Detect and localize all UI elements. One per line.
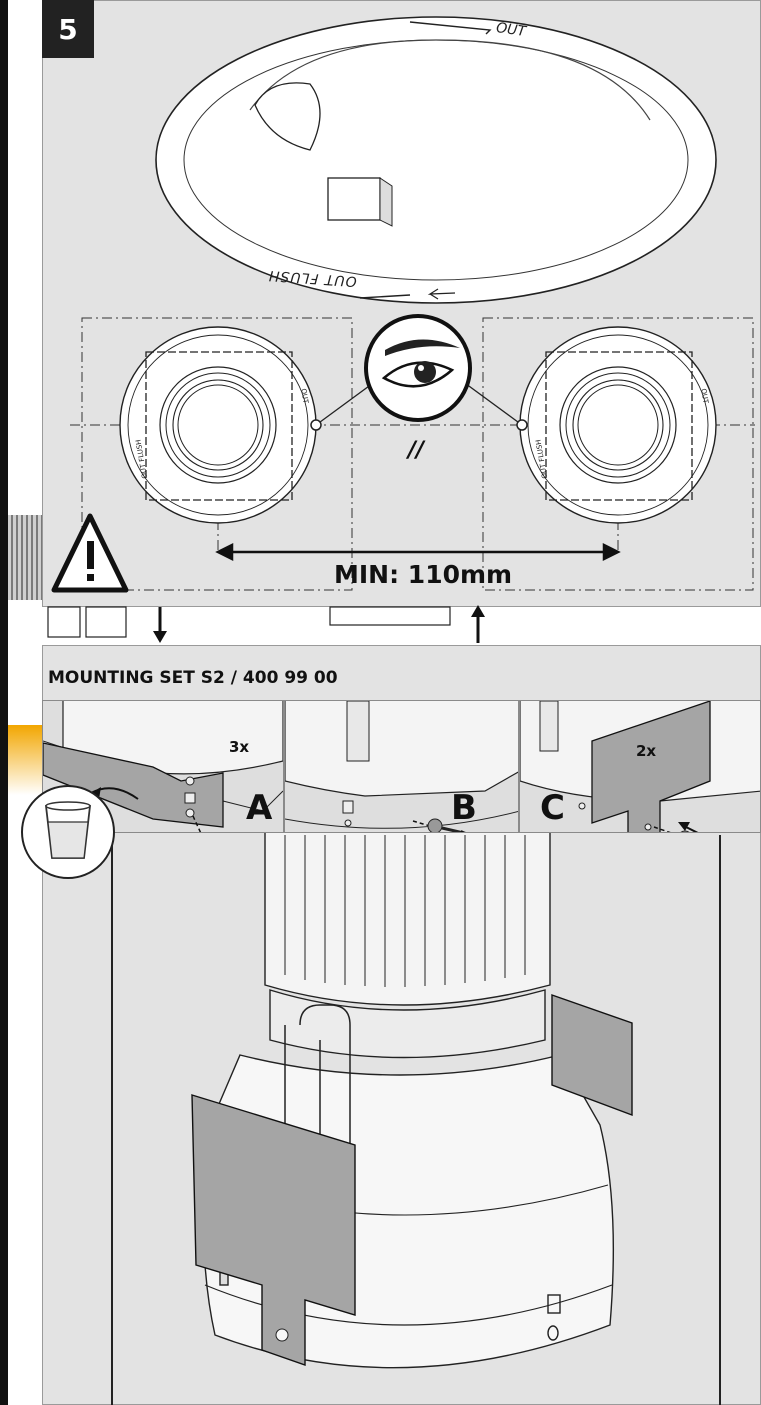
baffle-plate-left <box>191 1094 356 1366</box>
step-c-illustration <box>520 701 760 832</box>
fixture-left <box>119 326 317 524</box>
mounted-fixture-illustration <box>111 825 721 1405</box>
step-a-letter: A <box>246 788 273 828</box>
parallel-symbol: // <box>408 438 425 463</box>
step-b-panel: B <box>284 700 519 833</box>
step-c-count: 2x <box>636 742 657 760</box>
step-a-count: 3x <box>229 738 250 756</box>
left-edge-bar <box>0 0 8 1405</box>
water-glass-icon <box>21 785 115 879</box>
step-c-letter: C <box>540 788 565 828</box>
side-fin-stripe <box>8 515 42 600</box>
step-b-illustration <box>285 701 518 832</box>
accent-stripe <box>8 725 42 795</box>
min-distance-label: MIN: 110mm <box>334 560 513 589</box>
step-c-panel: 2x C <box>519 700 761 833</box>
eye-icon <box>310 314 528 431</box>
fixture-right <box>519 326 717 524</box>
step-a-illustration <box>43 701 283 832</box>
connector-arrows <box>47 605 485 643</box>
min-distance-arrow <box>215 542 621 562</box>
step-number-badge: 5 <box>42 0 94 58</box>
baffle-plate-right <box>551 994 633 1117</box>
warning-icon <box>51 513 129 593</box>
mounting-set-title: MOUNTING SET S2 / 400 99 00 <box>48 668 338 688</box>
trim-ring-illustration <box>155 16 717 304</box>
step-b-letter: B <box>451 788 477 828</box>
ring-and-spacing-diagram <box>51 16 755 593</box>
